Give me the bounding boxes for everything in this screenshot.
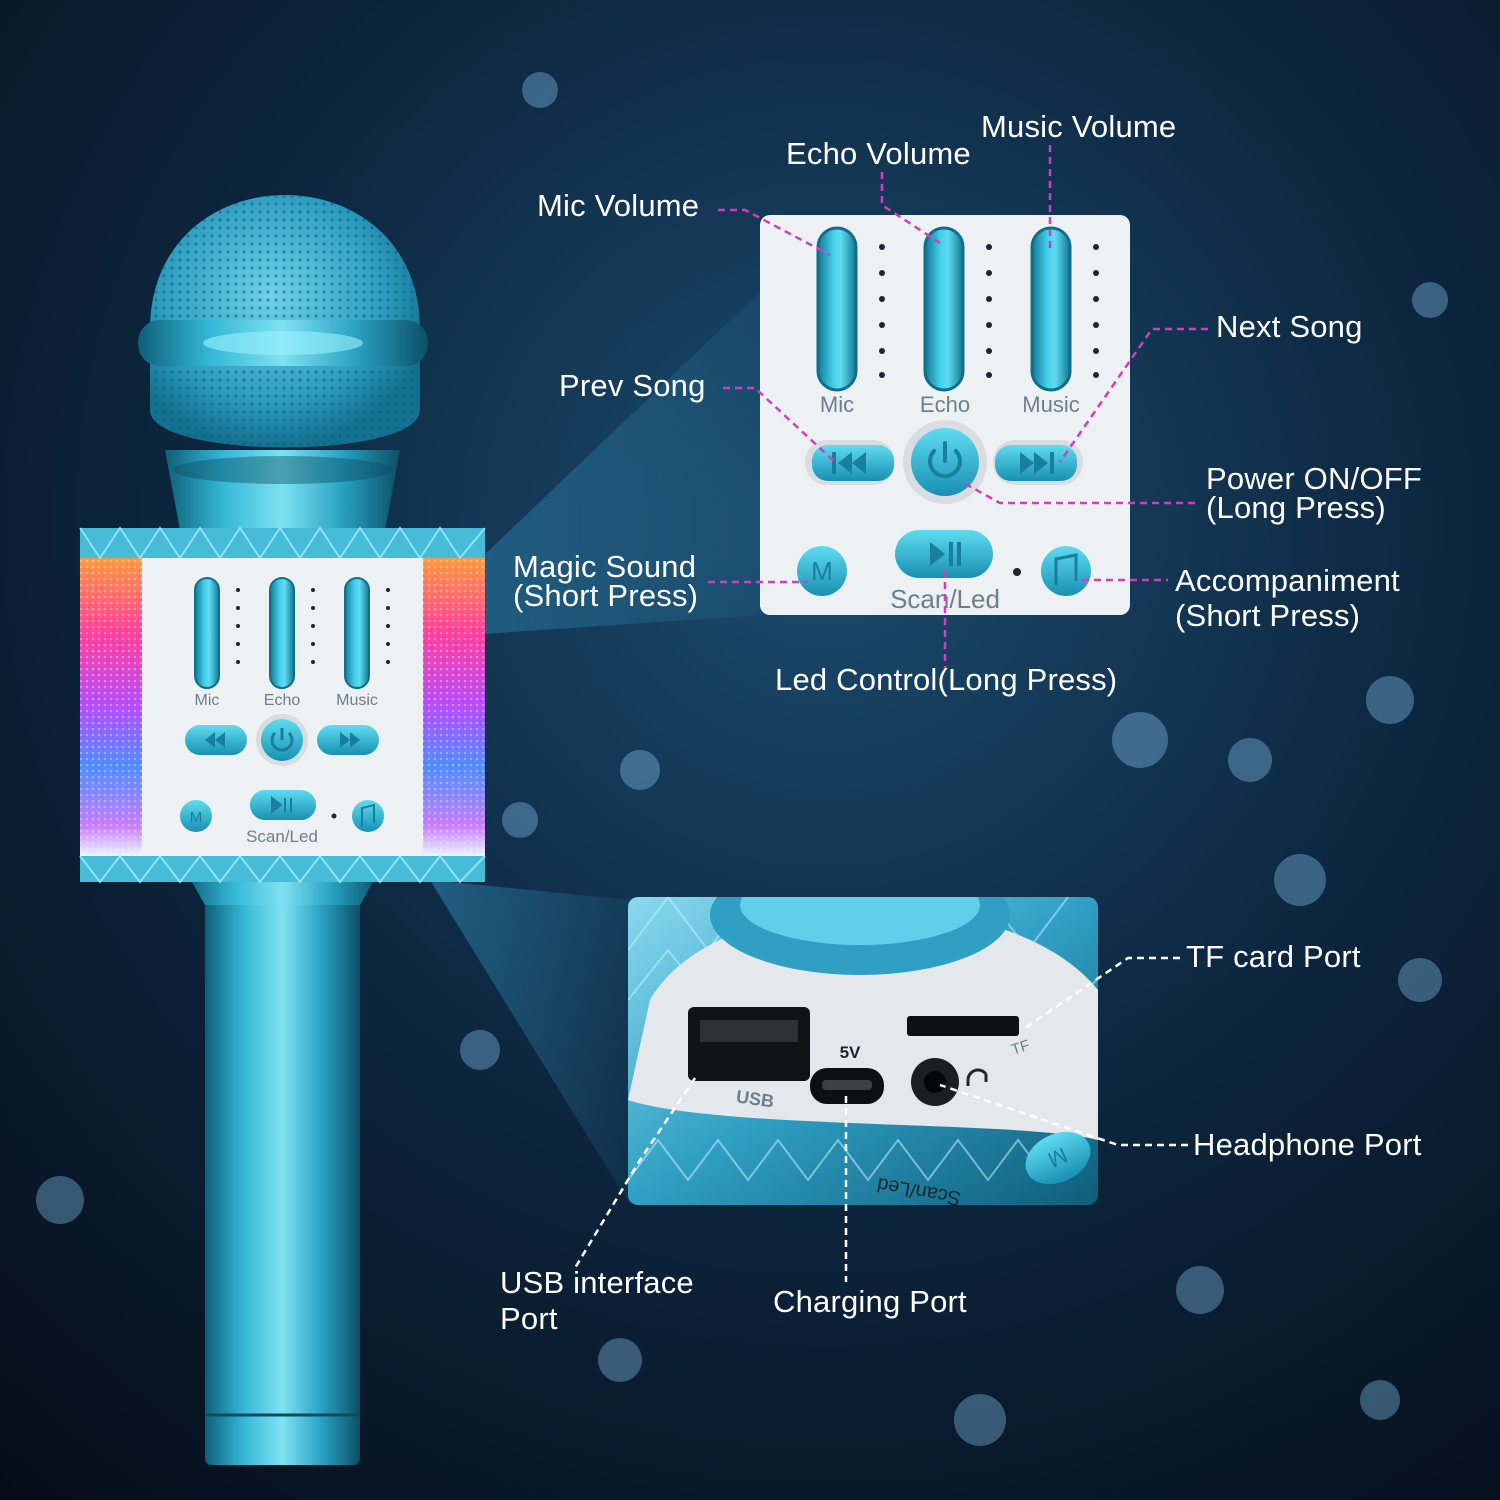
magic-m-icon: M [811, 556, 833, 586]
charging-port[interactable] [810, 1068, 884, 1104]
magnify-beam-top [395, 290, 762, 640]
power-leader [961, 480, 1195, 505]
control-panel-closeup: Mic Echo Music [760, 215, 1130, 615]
headphone-port-label: Headphone Port [1193, 1127, 1422, 1162]
panel-mic-label: Mic [820, 392, 854, 417]
power-button[interactable] [903, 420, 987, 504]
echo-volume-slider[interactable] [923, 226, 965, 392]
headphone-icon [966, 1068, 988, 1086]
music-small-label: Music [336, 692, 378, 709]
play-pause-icon [930, 542, 961, 566]
music-volume-slider[interactable] [1030, 226, 1072, 392]
led-control-label: Led Control(Long Press) [775, 662, 1118, 697]
five-v-printed-label: 5V [840, 1043, 861, 1062]
headphone-leader [939, 1083, 1188, 1147]
tf-card-port-label: TF card Port [1186, 939, 1361, 974]
prev-song-label: Prev Song [559, 368, 706, 403]
mic-small-label: Mic [195, 692, 220, 709]
microphone-collar [165, 450, 400, 530]
charging-port-label: Charging Port [773, 1284, 967, 1319]
magnify-beam-bottom [430, 880, 630, 1205]
echo-volume-label: Echo Volume [786, 136, 971, 171]
port-leader-lines [573, 956, 1188, 1282]
magic-sound-button[interactable]: M [797, 546, 847, 596]
microphone-grille [138, 195, 428, 448]
scan-led-button[interactable] [895, 530, 993, 578]
mic-volume-label: Mic Volume [537, 188, 700, 223]
magic-sound-label-line2: (Short Press) [513, 578, 699, 613]
prev-song-button[interactable] [805, 440, 895, 485]
accompaniment-label-line1: Accompaniment [1175, 563, 1400, 598]
headphone-jack[interactable] [911, 1058, 959, 1106]
usb-port-label-line2: Port [500, 1301, 558, 1336]
tf-card-slot[interactable] [907, 1016, 1019, 1036]
scan-led-small-label: Scan/Led [246, 827, 318, 846]
magic-sound-label-line1: Magic Sound [513, 549, 697, 584]
tf-printed-label: TF [1009, 1037, 1032, 1059]
mic-volume-slider[interactable] [816, 226, 858, 392]
microphone-body: Mic Echo Music M Scan/Led [79, 526, 486, 884]
music-note-icon [1054, 553, 1078, 585]
power-icon [928, 441, 962, 479]
panel-echo-label: Echo [920, 392, 970, 417]
previous-track-icon [832, 452, 866, 474]
usb-leader [573, 1077, 697, 1269]
usb-port[interactable] [688, 1007, 810, 1081]
next-song-button[interactable] [993, 440, 1083, 485]
ports-closeup: USB 5V TF M Scan/Led [628, 897, 1098, 1205]
leader-lines [708, 145, 1208, 668]
next-track-icon [1020, 452, 1054, 474]
power-label-line2: (Long Press) [1206, 490, 1386, 525]
microphone: Mic Echo Music M Scan/Led [79, 195, 486, 1465]
microphone-handle [205, 880, 360, 1465]
panel-music-label: Music [1022, 392, 1079, 417]
echo-small-label: Echo [264, 692, 301, 709]
svg-text:M: M [190, 809, 203, 826]
accompaniment-label-line2: (Short Press) [1175, 598, 1361, 633]
next-song-label: Next Song [1216, 309, 1363, 344]
power-label-line1: Power ON/OFF [1206, 461, 1422, 496]
stage-lights-decoration [36, 72, 1448, 1446]
music-volume-label: Music Volume [981, 109, 1177, 144]
tf-card-leader [1024, 956, 1180, 1030]
accompaniment-button[interactable] [1041, 546, 1091, 596]
mic-volume-leader [718, 208, 831, 257]
usb-port-label-line1: USB interface [500, 1265, 694, 1300]
next-song-leader [1058, 327, 1208, 463]
magic-sound-side-button: M [1025, 1131, 1091, 1185]
